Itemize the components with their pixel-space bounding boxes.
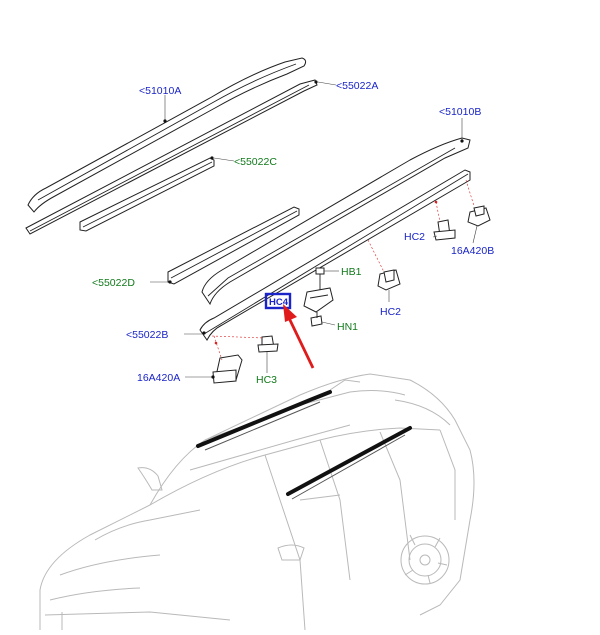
red-arrow-icon [283,304,315,369]
seal-strip-55022a [25,79,318,235]
label-51010b: <51010B [439,106,481,118]
seal-strip-55022c [79,157,215,232]
label-hb1: HB1 [341,266,362,278]
vehicle-outline-icon [39,373,475,631]
label-hc4: HC4 [269,297,289,308]
highlight-box [264,292,292,310]
roof-rail-51010b [201,137,471,306]
label-55022a: <55022A [336,80,378,92]
clip-16a420b [467,205,491,227]
label-hc3: HC3 [256,374,277,386]
bolt-hb1 [315,267,325,292]
roof-rail-51010a [27,57,307,213]
label-55022c: <55022C [234,156,277,168]
label-hn1: HN1 [337,321,358,333]
clip-hc2-left [433,219,456,241]
label-16a420b: 16A420B [451,245,494,257]
clip-16a420a [212,354,243,384]
leader-lines [150,80,478,379]
label-hc2-right: HC2 [380,306,401,318]
bracket-hc4 [303,287,334,313]
label-55022b: <55022B [126,329,168,341]
label-51010a: <51010A [139,85,181,97]
nut-hn1 [310,312,323,327]
label-55022d: <55022D [92,277,135,289]
label-16a420a: 16A420A [137,372,180,384]
seal-strip-55022b [199,169,471,341]
clip-hc3 [257,335,279,353]
label-hc2-left: HC2 [404,231,425,243]
clip-hc2-right [377,269,401,291]
